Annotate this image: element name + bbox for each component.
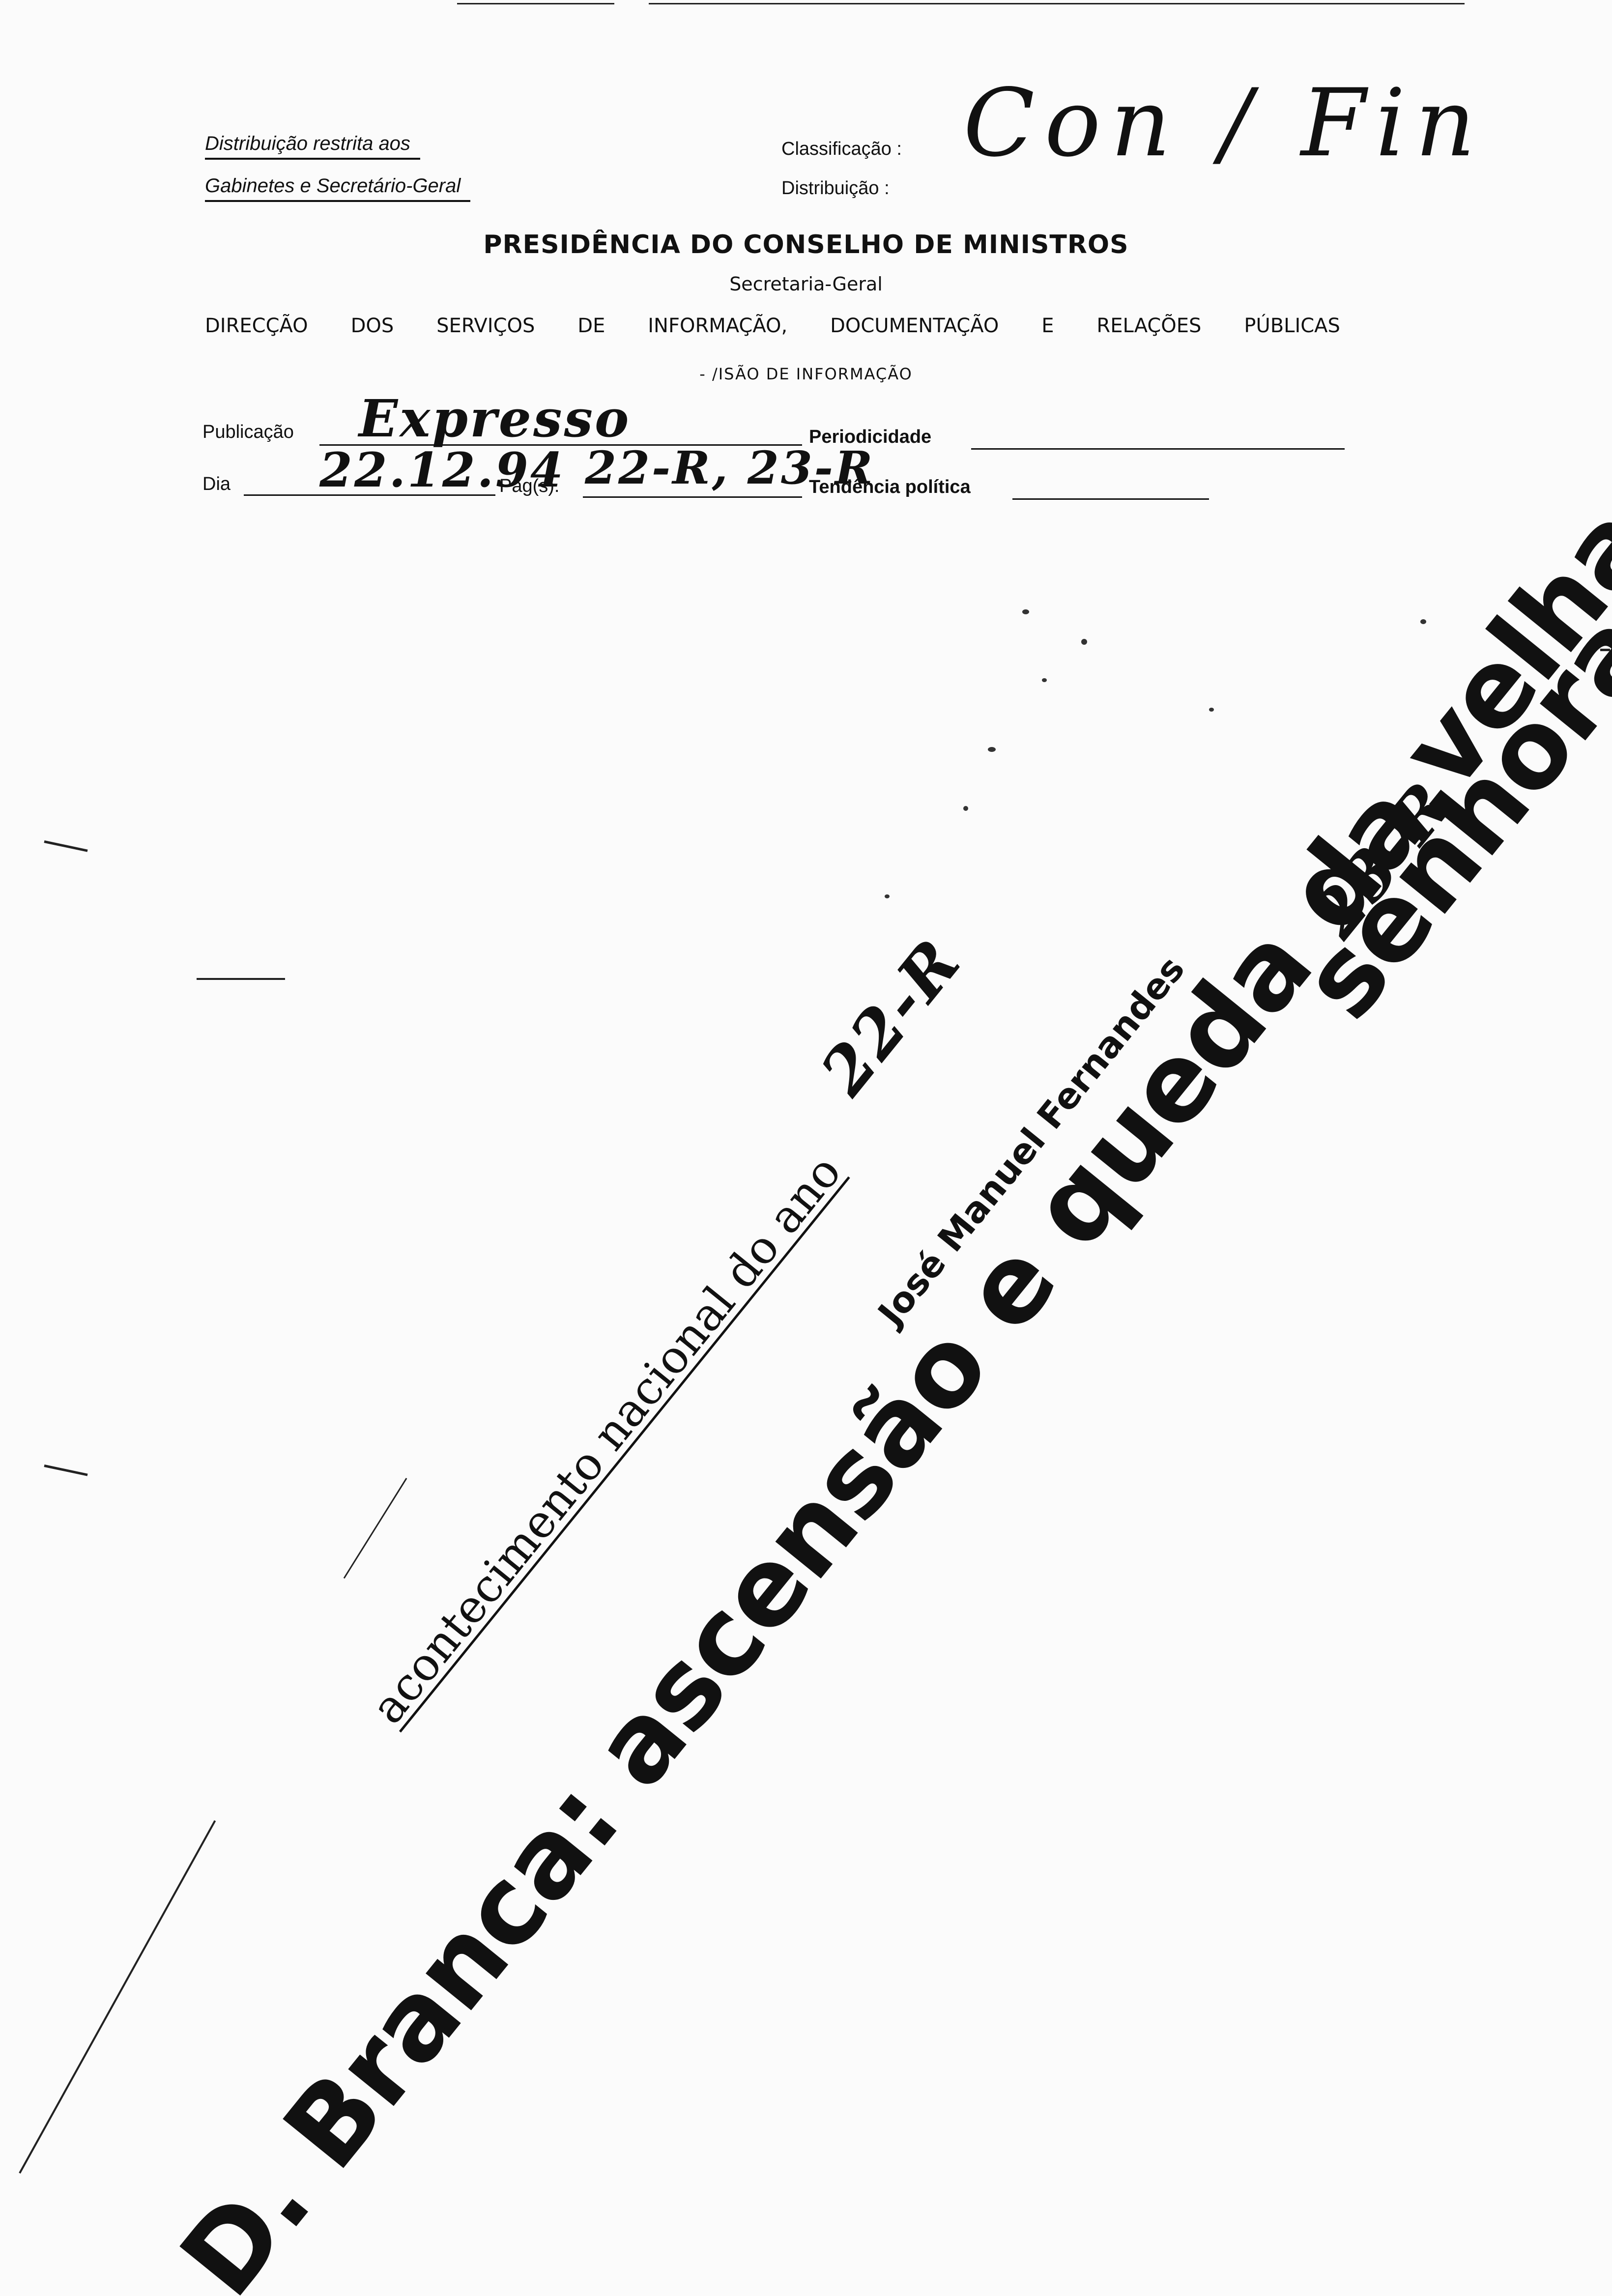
- scan-speckle: [963, 806, 968, 811]
- periodicidade-label: Periodicidade: [809, 427, 932, 447]
- scan-artifact-mark: [44, 840, 88, 852]
- distribuicao-label: Distribuição :: [781, 178, 890, 199]
- division-label: - /ISÃO DE INFORMAÇÃO: [699, 365, 913, 383]
- scan-artifact-line: [19, 1820, 216, 2174]
- department-word: E: [1041, 315, 1054, 337]
- department-word: DE: [577, 315, 605, 337]
- scan-artifact-mark: [1600, 649, 1610, 651]
- restricted-distribution-line2: Gabinetes e Secretário-Geral: [205, 175, 471, 202]
- department-word: DOS: [350, 315, 394, 337]
- department-word: INFORMAÇÃO,: [648, 315, 788, 337]
- scan-speckle: [1022, 609, 1029, 614]
- article-headline: D. Branca: ascensão e queda da velha: [157, 483, 1612, 2296]
- department-word: DIRECÇÃO: [205, 315, 308, 337]
- restricted-distribution-line1: Distribuição restrita aos: [205, 133, 420, 160]
- department-word: RELAÇÕES: [1096, 315, 1202, 337]
- publicacao-field-line: [319, 444, 802, 446]
- scan-speckle: [1209, 708, 1214, 712]
- department-word: SERVIÇOS: [436, 315, 535, 337]
- scan-speckle: [1042, 678, 1047, 682]
- classificacao-label: Classificação :: [781, 139, 902, 159]
- department-word: DOCUMENTAÇÃO: [830, 315, 999, 337]
- scan-speckle: [988, 747, 996, 752]
- pags-label: Pág(s).: [499, 476, 560, 496]
- pags-handwritten-value: 22-R, 23-R: [585, 441, 875, 494]
- handwritten-page-annotation: 22-R: [806, 924, 976, 1109]
- tendencia-label: Tendência política: [809, 477, 971, 497]
- dia-label: Dia: [202, 474, 231, 494]
- tendencia-field-line: [1012, 498, 1209, 500]
- scan-speckle: [1081, 639, 1087, 645]
- dia-handwritten-value: 22.12.94: [319, 442, 565, 498]
- periodicidade-field-line: [971, 448, 1345, 450]
- scan-speckle: [1420, 619, 1426, 624]
- pags-field-line: [583, 496, 802, 498]
- publicacao-handwritten-value: Expresso: [359, 388, 631, 449]
- scan-artifact-line: [197, 978, 285, 980]
- classificacao-handwritten-value: Con / Fin: [963, 69, 1485, 177]
- publicacao-label: Publicação: [202, 422, 294, 442]
- top-border-line: [649, 3, 1465, 4]
- department-word: PÚBLICAS: [1244, 315, 1340, 337]
- top-border-line: [457, 3, 614, 4]
- scan-speckle: [885, 894, 890, 898]
- department-line: DIRECÇÃO DOS SERVIÇOS DE INFORMAÇÃO, DOC…: [205, 315, 1340, 337]
- org-title: PRESIDÊNCIA DO CONSELHO DE MINISTROS: [483, 230, 1129, 259]
- org-subtitle: Secretaria-Geral: [729, 273, 883, 295]
- scan-artifact-mark: [44, 1464, 88, 1476]
- scan-artifact-line: [343, 1478, 407, 1579]
- dia-field-line: [244, 494, 495, 496]
